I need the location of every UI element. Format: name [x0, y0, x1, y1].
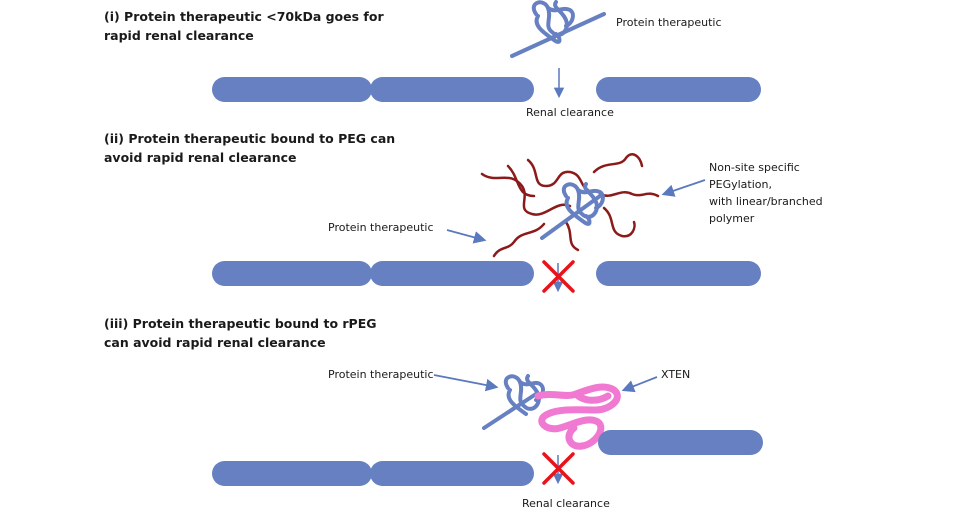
protein-pointer-arrow — [446, 229, 487, 244]
peg-pointer-arrow — [661, 179, 706, 197]
xten-label: XTEN — [661, 368, 690, 381]
panel-1-heading-line-2: rapid renal clearance — [104, 28, 254, 43]
blocked-cross-icon — [542, 260, 575, 293]
membrane-segment — [370, 77, 534, 102]
protein-pointer-arrow — [433, 374, 499, 392]
protein-therapeutic-shape — [540, 182, 605, 240]
membrane-segment — [212, 261, 372, 286]
panel-3-heading-line-1: (iii) Protein therapeutic bound to rPEG — [104, 316, 377, 331]
panel-2: (ii) Protein therapeutic bound to PEG ca… — [104, 131, 823, 293]
protein-label: Protein therapeutic — [328, 221, 434, 234]
protein-therapeutic-shape — [510, 0, 606, 58]
membrane-segment — [212, 77, 372, 102]
protein-label: Protein therapeutic — [328, 368, 434, 381]
membrane-segment — [370, 461, 534, 486]
membrane-segment — [596, 77, 761, 102]
membrane-segment — [596, 261, 761, 286]
renal-clearance-label: Renal clearance — [522, 497, 610, 510]
protein-therapeutic-shape — [482, 374, 545, 430]
peg-label-line-4: polymer — [709, 212, 755, 225]
peg-polymer-chains — [480, 153, 660, 258]
panel-3: (iii) Protein therapeutic bound to rPEG … — [104, 316, 763, 510]
peg-label-line-2: PEGylation, — [709, 178, 772, 191]
panel-2-heading-line-1: (ii) Protein therapeutic bound to PEG ca… — [104, 131, 395, 146]
membrane-segment — [212, 461, 372, 486]
xten-pointer-arrow — [621, 376, 658, 393]
xten-polymer-shape — [534, 383, 621, 450]
peg-label-line-1: Non-site specific — [709, 161, 800, 174]
panel-1: (i) Protein therapeutic <70kDa goes for … — [104, 0, 761, 119]
peg-label-line-3: with linear/branched — [709, 195, 823, 208]
membrane-segment — [370, 261, 534, 286]
blocked-cross-icon — [542, 452, 575, 485]
panel-3-heading-line-2: can avoid rapid renal clearance — [104, 335, 326, 350]
protein-label: Protein therapeutic — [616, 16, 722, 29]
renal-clearance-label: Renal clearance — [526, 106, 614, 119]
membrane-segment — [598, 430, 763, 455]
panel-2-heading-line-2: avoid rapid renal clearance — [104, 150, 297, 165]
panel-1-heading-line-1: (i) Protein therapeutic <70kDa goes for — [104, 9, 384, 24]
